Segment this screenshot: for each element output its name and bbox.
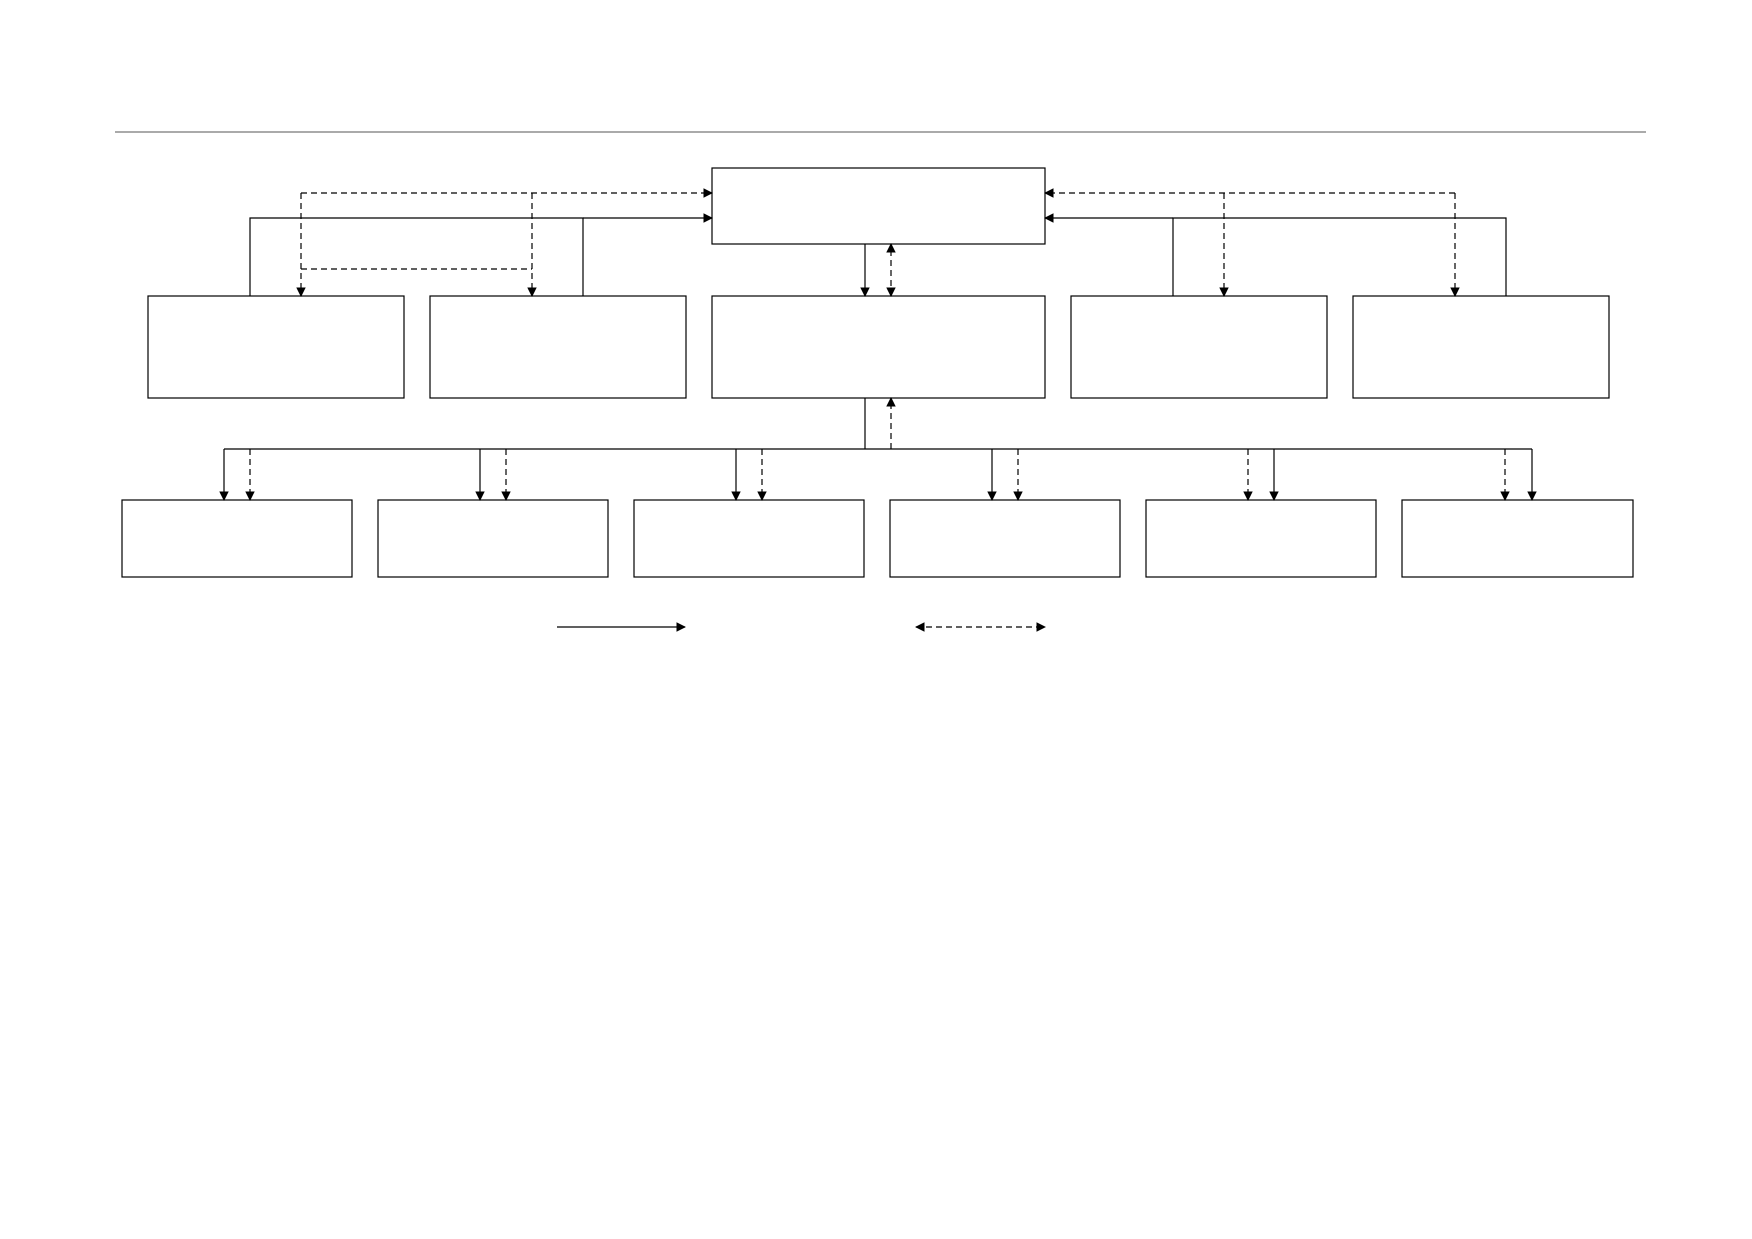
middle-node-1-box [147,295,405,399]
middle-node-4-box [1070,295,1328,399]
bottom-node-4 [889,499,1121,578]
middle-node-5 [1352,295,1610,399]
middle-node-1 [147,295,405,399]
bottom-node-4-box [889,499,1121,578]
middle-node-4 [1070,295,1328,399]
bottom-node-1-box [121,499,353,578]
bottom-node-6-box [1401,499,1634,578]
bottom-node-2 [377,499,609,578]
bottom-node-3 [633,499,865,578]
bottom-node-6 [1401,499,1634,578]
bottom-node-1 [121,499,353,578]
middle-node-2-box [429,295,687,399]
bottom-node-5-box [1145,499,1377,578]
middle-node-3-box [711,295,1046,399]
middle-node-2 [429,295,687,399]
bottom-node-2-box [377,499,609,578]
top-node [711,167,1046,245]
solid-connector-left [249,217,584,296]
bottom-node-5 [1145,499,1377,578]
top-node-box [711,167,1046,245]
middle-node-5-box [1352,295,1610,399]
bottom-node-3-box [633,499,865,578]
solid-connector-right [1172,217,1507,296]
middle-node-3 [711,295,1046,399]
